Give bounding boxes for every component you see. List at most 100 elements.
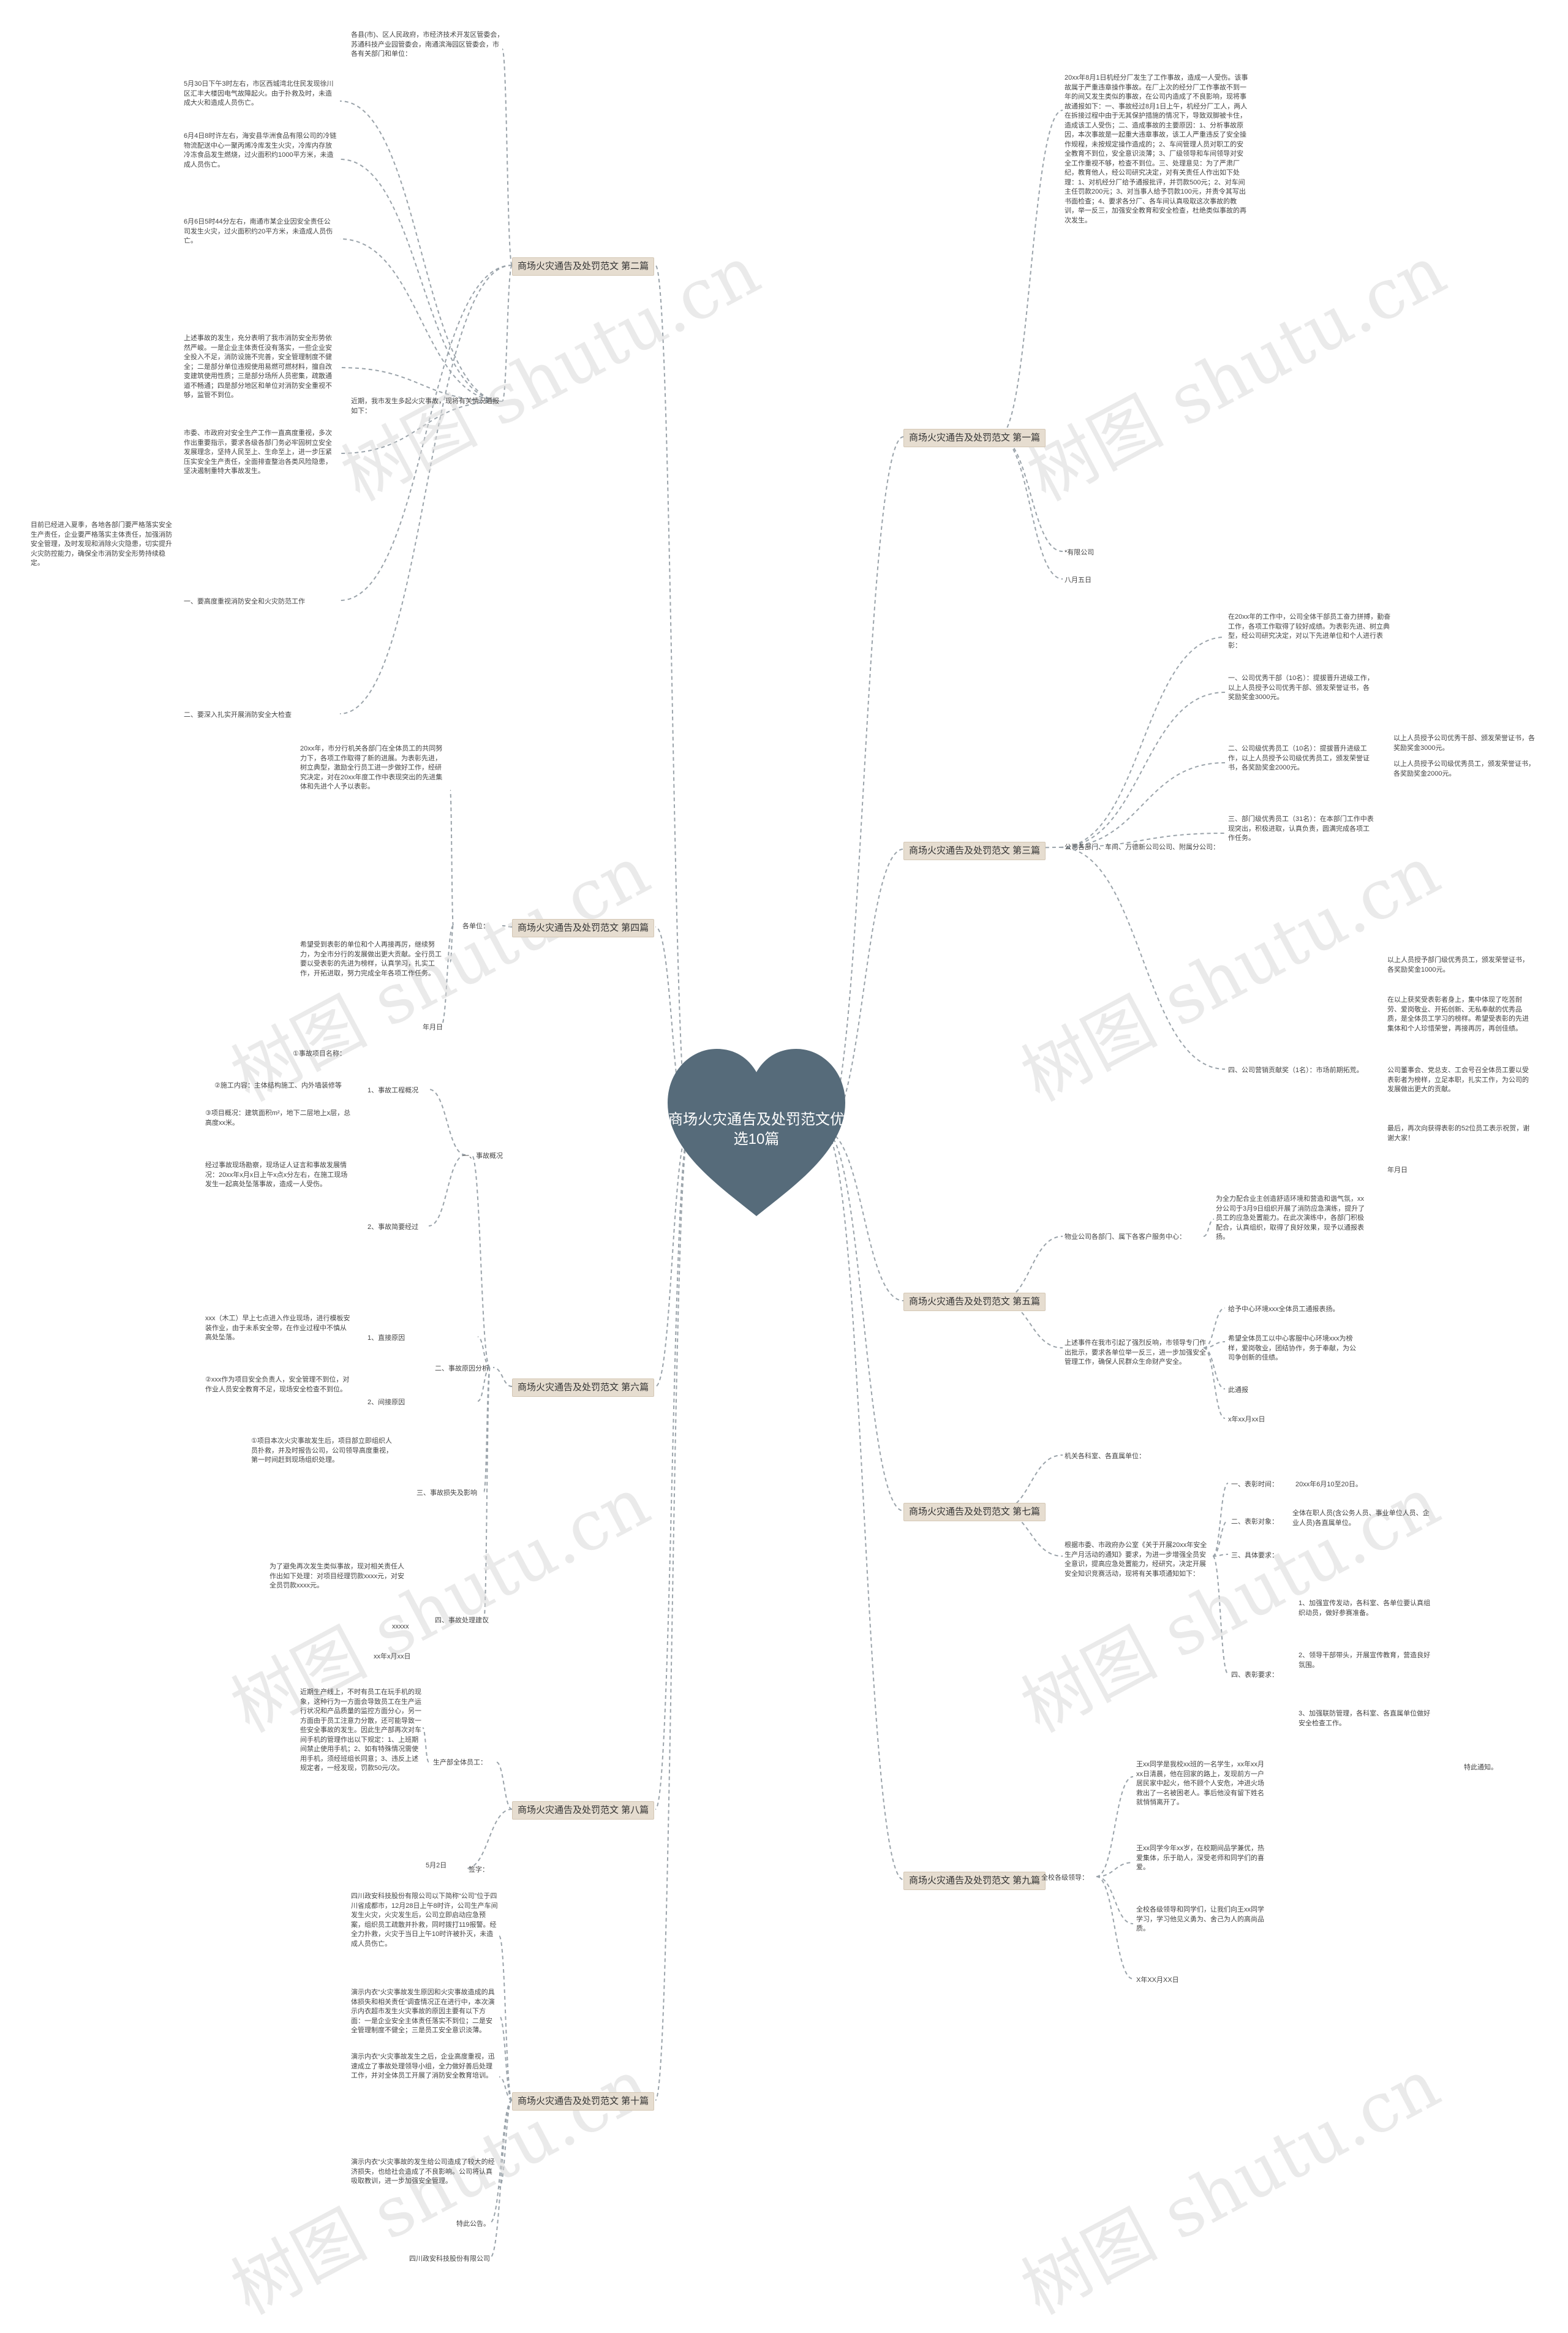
- connector-line: [1203, 1341, 1226, 1348]
- connector-line: [1096, 1776, 1134, 1877]
- connector-line: [655, 1130, 690, 1387]
- branch-7[interactable]: 商场火灾通告及处罚范文 第七篇: [903, 1503, 1046, 1521]
- branch-8-item: 5月2日: [426, 1862, 447, 1869]
- branch-6-item: xx年x月xx日: [374, 1653, 411, 1660]
- connector-line: [499, 2015, 513, 2101]
- branch-6-item: xxx（木工）早上七点进入作业现场，进行模板安装作业，由于未系安全带，在作业过程…: [205, 1315, 350, 1341]
- connector-line: [339, 159, 503, 402]
- branch-7-item: 机关各科室、各直属单位：: [1065, 1453, 1145, 1460]
- branch-8[interactable]: 商场火灾通告及处罚范文 第八篇: [512, 1801, 655, 1820]
- branch-6-item: ③项目概况：建筑面积m²，地下二层地上x层，总高度xx米。: [205, 1110, 351, 1127]
- connector-line: [655, 265, 690, 1131]
- connector-line: [339, 238, 503, 402]
- connector-line: [1096, 1876, 1134, 1979]
- branch-8-intro: 生产部全体员工：: [433, 1759, 487, 1766]
- branch-6-item: 一、事故概况: [462, 1152, 503, 1160]
- connector-line: [655, 1130, 690, 2101]
- branch-3-item: 二、公司级优秀员工（10名）：提拔晋升进级工作，以上人员授予公司级优秀员工，颁发…: [1228, 745, 1370, 771]
- branch-1[interactable]: 商场火灾通告及处罚范文 第一篇: [903, 429, 1046, 447]
- branch-6-item: 为了避免再次发生类似事故，现对相关责任人作出如下处理：对项目经理罚款xxxx元，…: [270, 1563, 404, 1589]
- branch-6-item: 四、事故处理建议: [435, 1617, 489, 1624]
- connector-line: [422, 1727, 429, 1763]
- connector-line: [471, 1154, 491, 1368]
- branch-9-item: 王xx同学是我校xx班的一名学生，xx年xx月xx日清晨，他在回家的路上，发现前…: [1136, 1761, 1264, 1806]
- branch-2-item: 市委、市政府对安全生产工作一直高度重视，多次作出重要指示，要求各级各部门务必牢固…: [184, 429, 332, 475]
- connector-line: [1212, 1554, 1229, 1557]
- branch-3-item: 最后，再次向获得表彰的52位员工表示祝贺，谢谢大家！: [1387, 1125, 1530, 1142]
- connector-line: [1212, 1483, 1229, 1557]
- branch-10-item: 演示内衣“火灾事故发生原因和火灾事故造成的具体损失和相关责任”调查情况正在进行中…: [351, 1989, 495, 2034]
- branch-7-item: 四、表彰要求：: [1231, 1671, 1278, 1679]
- connector-line: [450, 790, 454, 926]
- branch-6-item: xxxxx: [392, 1623, 409, 1630]
- connector-line: [998, 436, 1063, 552]
- branch-10[interactable]: 商场火灾通告及处罚范文 第十篇: [512, 2092, 655, 2111]
- branch-6-item: ①项目本次火灾事故发生后，项目部立即组织人员扑救，并及时报告公司，公司领导高度重…: [251, 1437, 393, 1464]
- branch-6[interactable]: 商场火灾通告及处罚范文 第六篇: [512, 1378, 655, 1397]
- branch-6-item: 经过事故现场勘察，现场证人证言和事故发展情况：20xx年x月x日上午x点x分左右…: [205, 1162, 348, 1188]
- branch-1-company: *有限公司: [1065, 549, 1095, 556]
- connector-line: [502, 925, 513, 928]
- branch-9-item: X年XX月XX日: [1136, 1976, 1179, 1984]
- branch-5[interactable]: 商场火灾通告及处罚范文 第五篇: [903, 1293, 1046, 1311]
- center-heart-shape: [668, 1049, 845, 1216]
- branch-3-item: 年月日: [1387, 1166, 1408, 1174]
- branch-5-item: 此通报: [1228, 1386, 1248, 1394]
- branch-3-item: 四、公司营销贡献奖（1名）：市场前期拓荒。: [1228, 1067, 1363, 1074]
- branch-5-item: 上述事件在我市引起了强烈反响，市领导专门作出批示，要求各单位举一反三，进一步加强…: [1065, 1339, 1206, 1366]
- branch-4-item: 希望受到表彰的单位和个人再接再厉，继续努力，为全市分行的发展做出更大贡献。全行员…: [300, 941, 442, 977]
- branch-3[interactable]: 商场火灾通告及处罚范文 第三篇: [903, 842, 1046, 860]
- branch-7-item: 三、具体要求：: [1231, 1552, 1278, 1559]
- branch-6-item: 二、事故原因分析: [435, 1365, 489, 1372]
- branch-1-date: 八月五日: [1065, 577, 1091, 584]
- connector-line: [655, 926, 690, 1131]
- branch-8-item: 签字：: [469, 1866, 489, 1874]
- branch-9-item: 王xx同学今年xx岁，在校期间品学兼优，热爱集体，乐于助人，深受老师和同学们的喜…: [1136, 1845, 1264, 1871]
- branch-6-item: ②xxx作为项目安全负责人，安全管理不到位，对作业人员安全教育不足，现场安全检查…: [205, 1376, 350, 1393]
- branch-9-intro: 全校各级领导：: [1041, 1874, 1088, 1881]
- connector-line: [1212, 1556, 1229, 1674]
- branch-2-item: 二、要深入扎实开展消防安全大检查: [184, 711, 292, 719]
- branch-7-item: 全体在职人员(含公务人员、事业单位人员、企业人员)各直属单位。: [1292, 1510, 1430, 1527]
- connector-line: [339, 401, 503, 454]
- connector-line: [339, 265, 513, 714]
- connector-line: [502, 48, 513, 266]
- connector-line: [823, 1130, 904, 1880]
- connector-line: [496, 1761, 513, 1810]
- connector-line: [499, 1935, 513, 2101]
- connector-line: [477, 1367, 491, 1402]
- center-topic[interactable]: 商场火灾通告及处罚范文优选10篇: [668, 1111, 845, 1148]
- connector-line: [823, 1130, 904, 1511]
- connector-line: [440, 925, 454, 1027]
- connector-line: [1212, 1520, 1229, 1557]
- branch-2-item: 一、要高度重视消防安全和火灾防范工作: [184, 598, 305, 605]
- branch-6-item: 1、事故工程概况: [368, 1087, 419, 1094]
- connector-line: [1096, 1862, 1134, 1877]
- branch-2-item: 6月4日8时许左右，海安县华洲食品有限公司的冷链物流配送中心一聚丙烯冷库发生火灾…: [184, 132, 337, 168]
- branch-9[interactable]: 商场火灾通告及处罚范文 第九篇: [903, 1872, 1046, 1890]
- branch-4-intro: 各单位：: [462, 923, 489, 930]
- connector-line: [502, 265, 513, 402]
- branch-2-item: 近期，我市发生多起火灾事故，现将有关情况通报如下：: [351, 398, 499, 415]
- branch-7-item: 1、加强宣传发动，各科室、各单位要认真组织动员，做好参赛准备。: [1298, 1600, 1431, 1617]
- branch-2[interactable]: 商场火灾通告及处罚范文 第二篇: [512, 257, 655, 276]
- branch-3-group: 公司各部门、车间、万德新公司公司、附属分公司：: [1065, 844, 1219, 851]
- branch-10-item: 特此公告。: [456, 2220, 490, 2228]
- connector-line: [492, 1367, 513, 1387]
- branch-4[interactable]: 商场火灾通告及处罚范文 第四篇: [512, 919, 655, 937]
- branch-10-item: 演示内衣“火灾事故发生之后，企业高度重视，迅速成立了事故处理领导小组，全力做好善…: [351, 2053, 495, 2079]
- connector-line: [1059, 692, 1226, 848]
- branch-3-item: 在以上获奖受表彰者身上，集中体现了吃苦耐劳、爱岗敬业、开拓创新、无私奉献的优秀品…: [1387, 996, 1529, 1032]
- branch-10-item: 四川政安科技股份有限公司: [409, 2255, 490, 2263]
- branch-7-item: 根据市委、市政府办公室《关于开展20xx年安全生产月活动的通知》要求，为进一步增…: [1065, 1541, 1207, 1578]
- connector-line: [655, 1130, 690, 1810]
- connector-line: [499, 2076, 513, 2101]
- connector-line: [998, 436, 1063, 580]
- branch-6-item: 三、事故损失及影响: [417, 1489, 477, 1497]
- branch-10-item: 四川政安科技股份有限公司以下简称“公司”位于四川省成都市，12月28日上午8时许…: [351, 1892, 498, 1948]
- branch-10-item: 演示内衣“火灾事故的发生给公司造成了较大的经济损失，也给社会造成了不良影响。公司…: [351, 2158, 495, 2185]
- branch-3-item: 一、公司优秀干部（10名）：提拔晋升进级工作，以上人员授予公司优秀干部、颁发荣誉…: [1228, 675, 1374, 701]
- branch-7-item: 二、表彰对象：: [1231, 1518, 1278, 1526]
- branch-2-item: 目前已经进入夏季，各地各部门要严格落实安全生产责任，企业要严格落实主体责任，加强…: [31, 521, 172, 567]
